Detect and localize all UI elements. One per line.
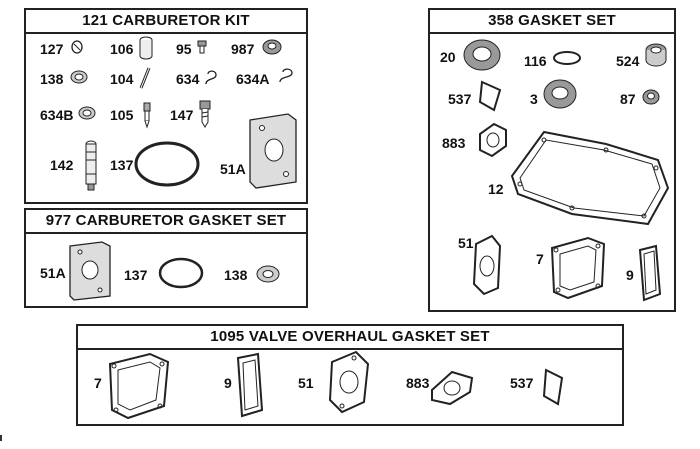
part-138-washer-icon xyxy=(256,265,280,283)
part-label-634: 634 xyxy=(176,71,200,87)
part-127-clip-icon xyxy=(70,40,84,54)
part-label-9: 9 xyxy=(626,267,634,283)
part-label-883: 883 xyxy=(406,375,430,391)
part-label-104: 104 xyxy=(110,71,134,87)
part-634A-spring-icon xyxy=(278,66,294,84)
part-label-87: 87 xyxy=(620,91,636,107)
part-95-screw-icon xyxy=(196,40,208,54)
part-51-gasket-icon xyxy=(470,234,504,296)
part-142-nozzle-icon xyxy=(84,140,98,192)
part-label-537: 537 xyxy=(510,375,534,391)
part-label-127: 127 xyxy=(40,41,64,57)
part-label-883: 883 xyxy=(442,135,466,151)
part-label-987: 987 xyxy=(231,41,255,57)
part-137-o-ring-icon xyxy=(134,140,200,188)
part-105-needle-valve-icon xyxy=(140,102,154,128)
part-label-105: 105 xyxy=(110,107,134,123)
part-9-gasket-icon xyxy=(636,244,662,302)
part-3-oil-seal-icon xyxy=(542,78,578,110)
part-987-seal-icon xyxy=(262,39,282,55)
part-label-51A: 51A xyxy=(220,161,246,177)
part-537-seal-ring-icon xyxy=(476,78,504,114)
part-label-147: 147 xyxy=(170,107,194,123)
part-9-gasket-icon xyxy=(234,352,266,418)
part-51-gasket-icon xyxy=(326,350,372,414)
part-137-o-ring-icon xyxy=(158,256,204,290)
part-7-breather-gasket-icon xyxy=(548,236,608,300)
part-label-51: 51 xyxy=(458,235,474,251)
part-7-breather-gasket-icon xyxy=(106,352,172,420)
part-label-51A: 51A xyxy=(40,265,66,281)
part-label-116: 116 xyxy=(524,53,547,69)
carburetor-kit-panel: 121 CARBURETOR KIT 127 106 95 987 138 10… xyxy=(24,8,308,204)
part-label-20: 20 xyxy=(440,49,456,65)
part-634B-washer-icon xyxy=(78,106,96,120)
part-51A-gasket-icon xyxy=(248,112,298,190)
part-label-634A: 634A xyxy=(236,71,270,87)
part-883-gasket-icon xyxy=(476,120,510,160)
part-147-screw-icon xyxy=(198,100,212,128)
part-106-float-icon xyxy=(138,36,154,60)
part-label-106: 106 xyxy=(110,41,134,57)
scan-mark xyxy=(0,435,2,441)
part-label-524: 524 xyxy=(616,53,640,69)
part-label-142: 142 xyxy=(50,157,74,173)
valve-overhaul-gasket-set-panel: 1095 VALVE OVERHAUL GASKET SET 7 9 51 88… xyxy=(76,324,624,426)
part-label-7: 7 xyxy=(94,375,102,391)
part-20-oil-seal-icon xyxy=(462,38,502,72)
part-label-3: 3 xyxy=(530,91,538,107)
part-label-137: 137 xyxy=(124,267,148,283)
part-label-634B: 634B xyxy=(40,107,74,123)
part-116-o-ring-icon xyxy=(552,50,582,66)
part-634-spring-icon xyxy=(204,68,218,86)
part-label-137: 137 xyxy=(110,157,134,173)
part-87-seal-icon xyxy=(642,88,660,106)
part-label-138: 138 xyxy=(40,71,64,87)
gasket-set-panel: 358 GASKET SET 20 116 524 537 3 87 883 1… xyxy=(428,8,676,312)
part-label-9: 9 xyxy=(224,375,232,391)
part-label-7: 7 xyxy=(536,251,544,267)
part-label-537: 537 xyxy=(448,91,472,107)
carburetor-gasket-set-title: 977 CARBURETOR GASKET SET xyxy=(26,210,306,234)
part-537-seal-ring-icon xyxy=(540,366,566,408)
part-label-12: 12 xyxy=(488,181,504,197)
part-12-crankcase-gasket-icon xyxy=(508,128,672,228)
part-138-washer-icon xyxy=(70,70,88,84)
carburetor-gasket-set-panel: 977 CARBURETOR GASKET SET 51A 137 138 xyxy=(24,208,308,308)
part-883-gasket-icon xyxy=(428,368,476,408)
part-104-pin-icon xyxy=(138,66,152,90)
valve-overhaul-gasket-set-title: 1095 VALVE OVERHAUL GASKET SET xyxy=(78,326,622,350)
part-label-51: 51 xyxy=(298,375,314,391)
carburetor-kit-title: 121 CARBURETOR KIT xyxy=(26,10,306,34)
gasket-set-title: 358 GASKET SET xyxy=(430,10,674,34)
part-label-138: 138 xyxy=(224,267,248,283)
part-524-cap-icon xyxy=(644,42,668,68)
part-51A-gasket-icon xyxy=(68,240,112,302)
part-label-95: 95 xyxy=(176,41,192,57)
